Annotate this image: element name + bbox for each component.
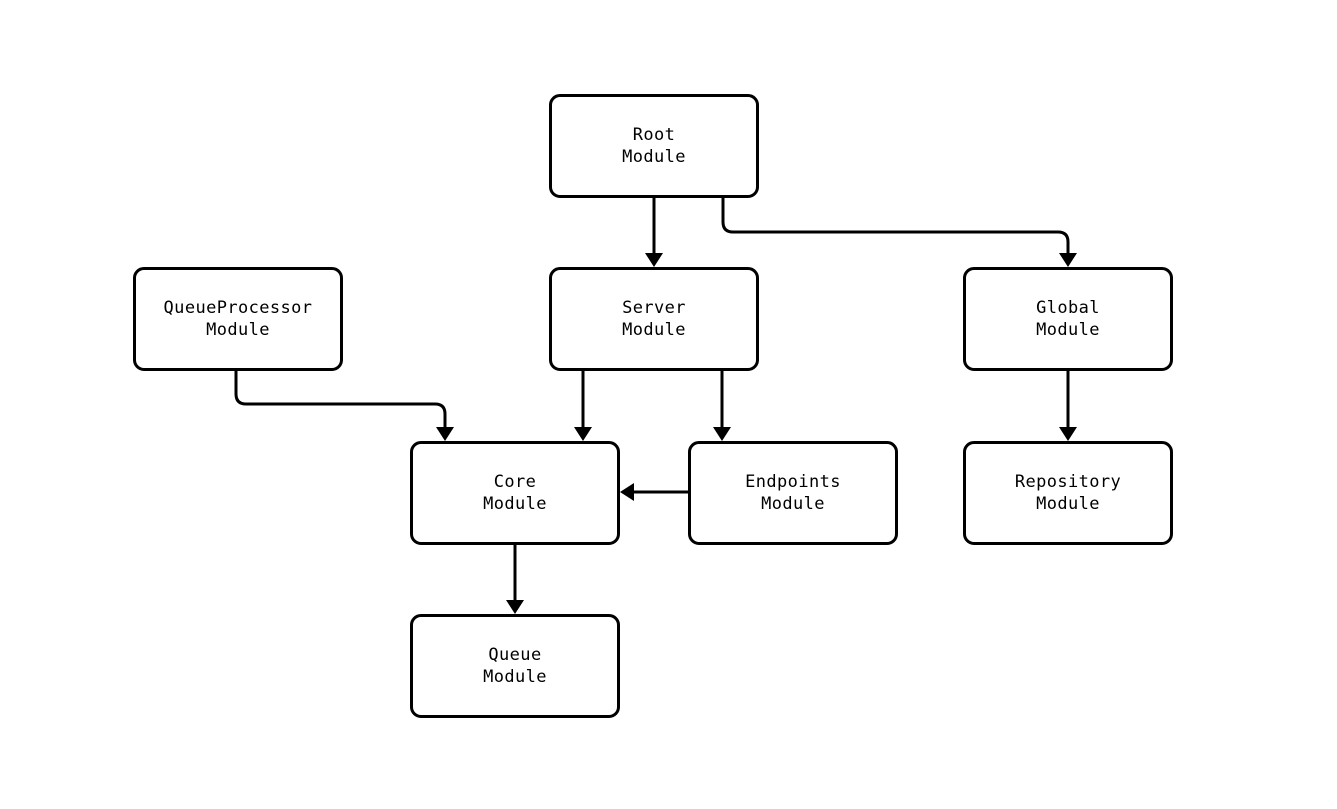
node-repository[interactable]: Repository Module [963, 441, 1173, 545]
node-core-label-line1: Core [493, 472, 537, 492]
arrowhead-core-queue [506, 600, 524, 614]
node-endpoints[interactable]: Endpoints Module [688, 441, 898, 545]
node-queueprocessor-label-line1: QueueProcessor [163, 298, 313, 318]
arrowhead-endpoints-core [620, 483, 634, 501]
node-repository-label-line2: Module [1036, 494, 1100, 514]
node-global[interactable]: Global Module [963, 267, 1173, 371]
node-queueprocessor[interactable]: QueueProcessor Module [133, 267, 343, 371]
node-endpoints-label-line2: Module [761, 494, 825, 514]
node-queue-label-line1: Queue [488, 645, 542, 665]
node-core-label-line2: Module [483, 494, 547, 514]
node-queue[interactable]: Queue Module [410, 614, 620, 718]
node-queueprocessor-label-line2: Module [206, 320, 270, 340]
edge-server-core [574, 371, 592, 441]
arrowhead-queueprocessor-core [436, 427, 454, 441]
arrowhead-root-server [645, 253, 663, 267]
node-root-label-line2: Module [622, 147, 686, 167]
edge-endpoints-core [620, 483, 688, 501]
edge-root-server [645, 198, 663, 267]
node-global-label-line2: Module [1036, 320, 1100, 340]
edge-root-global [721, 198, 1077, 267]
node-root-label-line1: Root [632, 125, 676, 145]
edge-server-endpoints [713, 371, 731, 441]
arrowhead-global-repository [1059, 427, 1077, 441]
node-core[interactable]: Core Module [410, 441, 620, 545]
edge-global-repository [1059, 371, 1077, 441]
node-server[interactable]: Server Module [549, 267, 759, 371]
node-global-label-line1: Global [1036, 298, 1100, 318]
arrowhead-server-endpoints [713, 427, 731, 441]
arrowhead-server-core [574, 427, 592, 441]
edge-core-queue [506, 545, 524, 614]
edge-queueprocessor-core [234, 371, 454, 441]
node-endpoints-label-line1: Endpoints [745, 472, 841, 492]
node-repository-label-line1: Repository [1014, 472, 1122, 492]
node-root[interactable]: Root Module [549, 94, 759, 198]
arrowhead-root-global [1059, 253, 1077, 267]
node-server-label-line1: Server [622, 298, 686, 318]
node-queue-label-line2: Module [483, 667, 547, 687]
node-server-label-line2: Module [622, 320, 686, 340]
